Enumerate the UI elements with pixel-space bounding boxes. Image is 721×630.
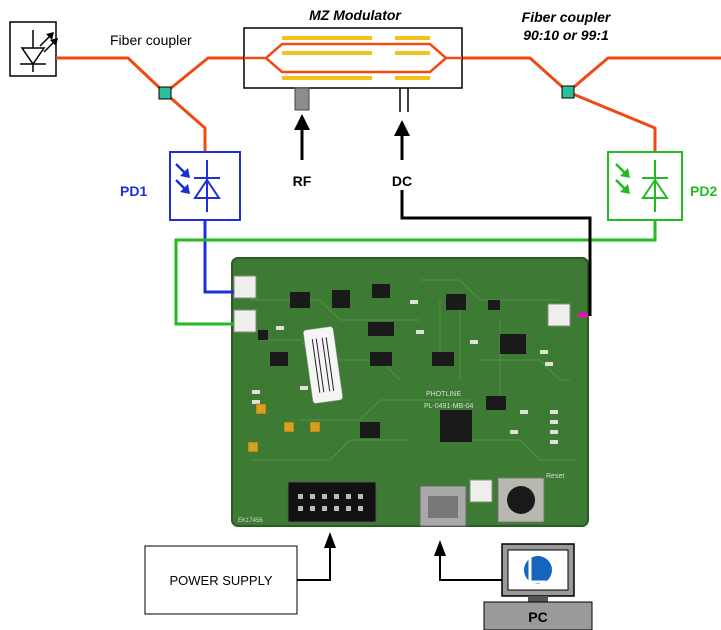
dc-arrow: [394, 120, 410, 160]
photodiode-pd1: [169, 151, 241, 221]
fiber-coupler-to-pd1: [164, 91, 207, 160]
fiber-coupler-to-pd2: [567, 90, 657, 160]
fiber-modulator-to-coupler: [462, 56, 570, 94]
fiber-coupler-left-label: Fiber coupler: [110, 32, 192, 48]
pd1-wire: [203, 220, 234, 294]
fiber-coupler-left: [158, 86, 172, 100]
pc-logo-icon: [524, 556, 552, 584]
rf-label: RF: [293, 173, 312, 189]
board-brand-text: PHOTLINE: [426, 391, 461, 398]
pd1-connector: [233, 275, 257, 299]
pd2-wire: [174, 220, 657, 326]
fiber-coupler-right: [561, 85, 575, 99]
fiber-coupler-output: [567, 56, 721, 94]
dc-wire: [400, 190, 592, 316]
reset-button: [507, 486, 535, 514]
circuit-board: PHOTLINE PL-0491-MB-04 Reset EK17456: [231, 257, 589, 527]
pd1-label: PD1: [120, 183, 147, 199]
photodiode-pd2: [607, 151, 683, 221]
fiber-coupler-to-modulator: [164, 56, 244, 95]
coupler-ratio-label: 90:10 or 99:1: [523, 27, 609, 43]
pc-computer: [483, 543, 593, 630]
fiber-laser-to-coupler: [56, 56, 167, 95]
power-arrow: [297, 532, 336, 581]
dc-out-connector: [547, 303, 571, 327]
rf-connector: [294, 87, 310, 111]
mz-modulator: [243, 27, 463, 112]
optical-fibers: [56, 56, 721, 160]
laser-source: [9, 21, 58, 77]
pd2-connector: [233, 309, 257, 333]
board-reset-text: Reset: [546, 473, 564, 480]
board-part-text: PL-0491-MB-04: [424, 403, 474, 410]
pc-label: PC: [528, 609, 547, 625]
dc-marker: [578, 313, 588, 317]
pd2-label: PD2: [690, 183, 717, 199]
dc-label: DC: [392, 173, 412, 189]
modulator-electrodes: [282, 36, 430, 80]
power-supply-box: [144, 545, 298, 615]
power-supply-label: POWER SUPPLY: [169, 573, 272, 588]
pc-arrow: [434, 540, 502, 581]
mz-modulator-label: MZ Modulator: [309, 7, 402, 23]
rf-arrow: [294, 114, 310, 160]
power-header: [287, 481, 377, 523]
board-id-text: EK17456: [238, 518, 263, 524]
fiber-coupler-right-label: Fiber coupler: [522, 9, 612, 25]
